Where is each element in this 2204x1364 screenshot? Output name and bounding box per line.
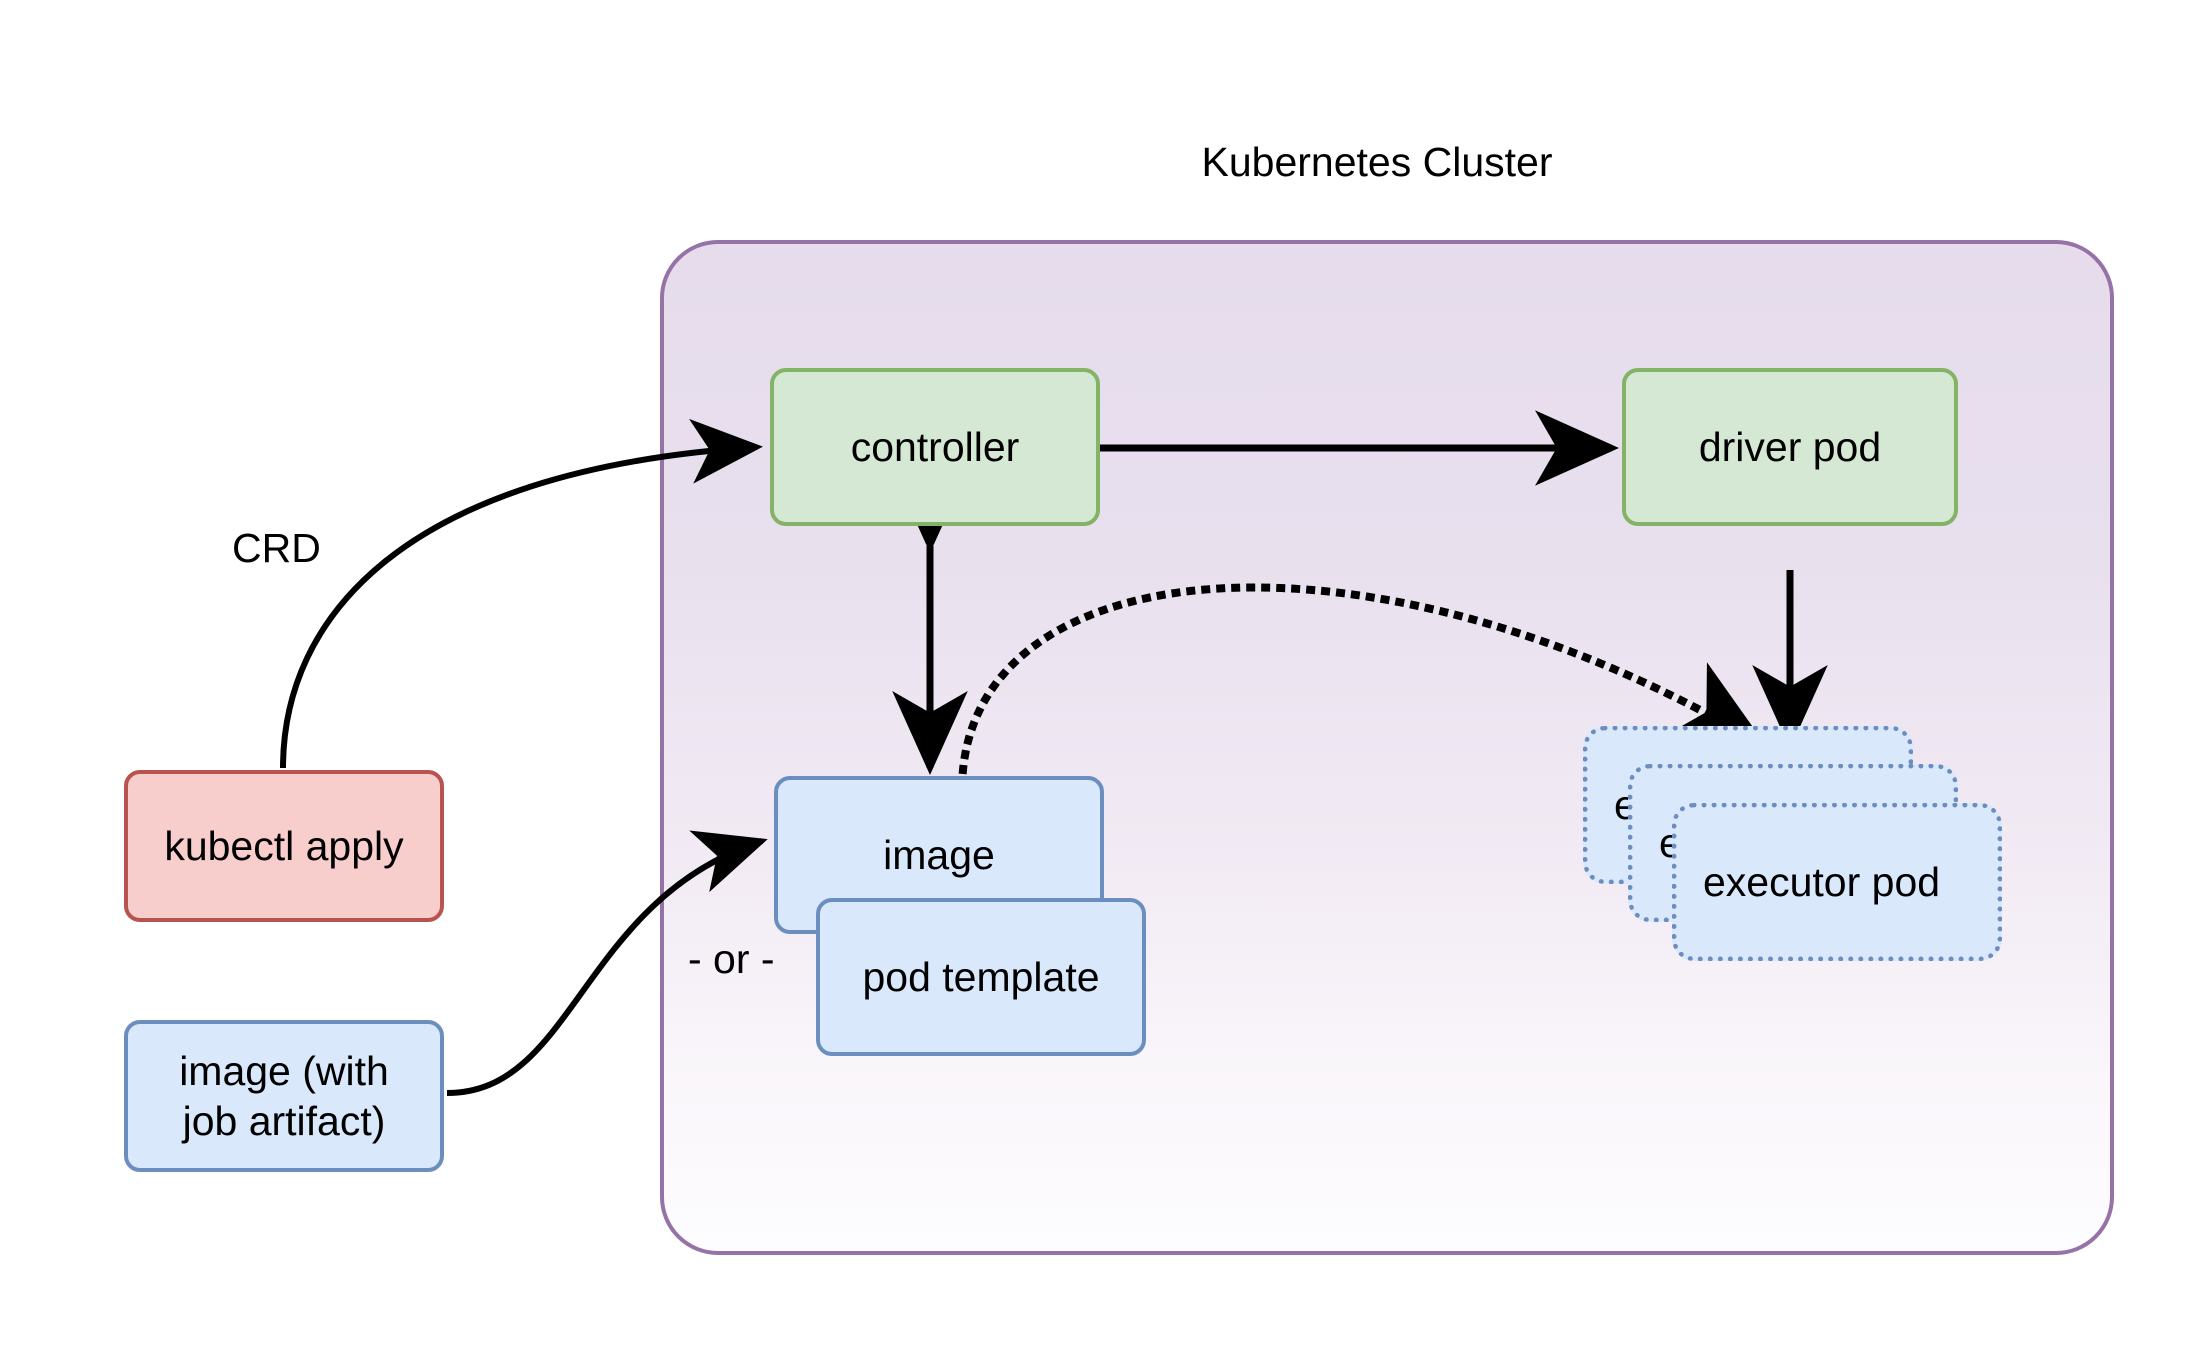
cluster-title: Kubernetes Cluster — [1201, 139, 1553, 185]
node-label-executor-pod-front: executor pod — [1703, 858, 1941, 905]
node-image-with-job-artifact[interactable]: image (with job artifact) — [124, 1020, 444, 1172]
edge-label-or: - or - — [688, 936, 775, 982]
node-controller[interactable]: controller — [770, 368, 1100, 526]
edge-label-crd: CRD — [232, 525, 321, 571]
node-label-image-artifact-line1: image (with — [179, 1047, 389, 1094]
node-label-kubectl-apply: kubectl apply — [164, 822, 404, 869]
node-label-driver-pod: driver pod — [1698, 423, 1882, 470]
node-label-pod-template: pod template — [862, 953, 1100, 1000]
node-kubectl-apply[interactable]: kubectl apply — [124, 770, 444, 922]
node-label-image: image — [883, 831, 995, 878]
node-pod-template[interactable]: pod template — [816, 898, 1146, 1056]
node-label-controller: controller — [850, 423, 1020, 470]
node-executor-pod-front[interactable]: executor pod — [1672, 803, 2002, 961]
node-label-image-artifact-line2: job artifact) — [182, 1098, 386, 1144]
node-driver-pod[interactable]: driver pod — [1622, 368, 1958, 526]
